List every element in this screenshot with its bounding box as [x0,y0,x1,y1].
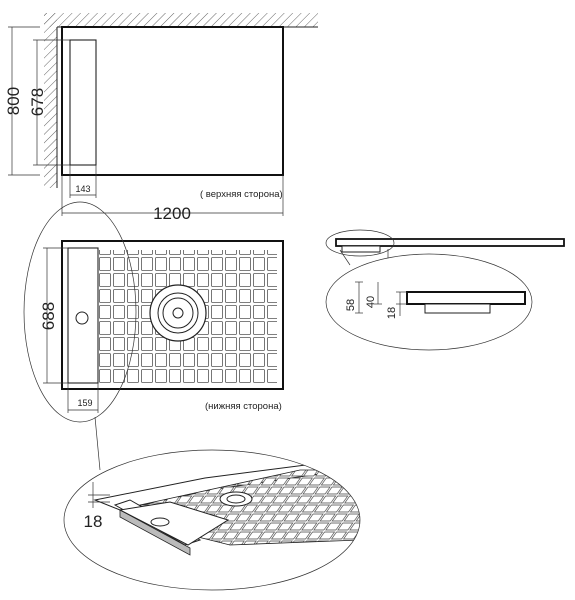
top-view: 800 678 143 ( верхняя сторона) 1200 [4,13,318,223]
drain-hole [75,311,89,325]
tray-top-outline [61,26,284,176]
top-view-caption: ( верхняя сторона) [200,189,283,200]
bottom-view: 688 159 (нижняя сторона) [23,201,284,471]
detail-callout-ellipse [23,201,137,423]
dim-18-detail-label: 18 [84,512,103,531]
side-detail-drain [424,303,491,314]
side-callout-large [325,253,533,351]
side-detail-slab [406,291,526,305]
dim-40-label: 40 [365,296,377,308]
dim-1200-label: 1200 [153,204,191,223]
dim-58-label: 58 [345,299,357,311]
wall-hatch-top [44,13,318,27]
side-drain-box [341,245,381,253]
side-callout-small [325,229,395,257]
detail-view: 18 [63,449,361,591]
drain-channel-top [69,39,97,166]
dim-688-label: 688 [39,302,58,330]
dim-800-label: 800 [4,87,23,115]
wall-hatch-left [44,13,57,188]
dim-143-label: 143 [75,184,90,194]
bottom-view-caption: (нижняя сторона) [205,401,282,412]
tray-side-profile [335,238,565,247]
detail-ellipse-outline [63,449,361,591]
side-view: 58 40 18 [325,229,565,351]
detail-drain-hole [150,517,170,527]
center-drain [149,284,207,342]
dim-678-label: 678 [28,88,47,116]
dim-18-side-label: 18 [386,307,398,319]
dim-159-label: 159 [77,398,92,408]
